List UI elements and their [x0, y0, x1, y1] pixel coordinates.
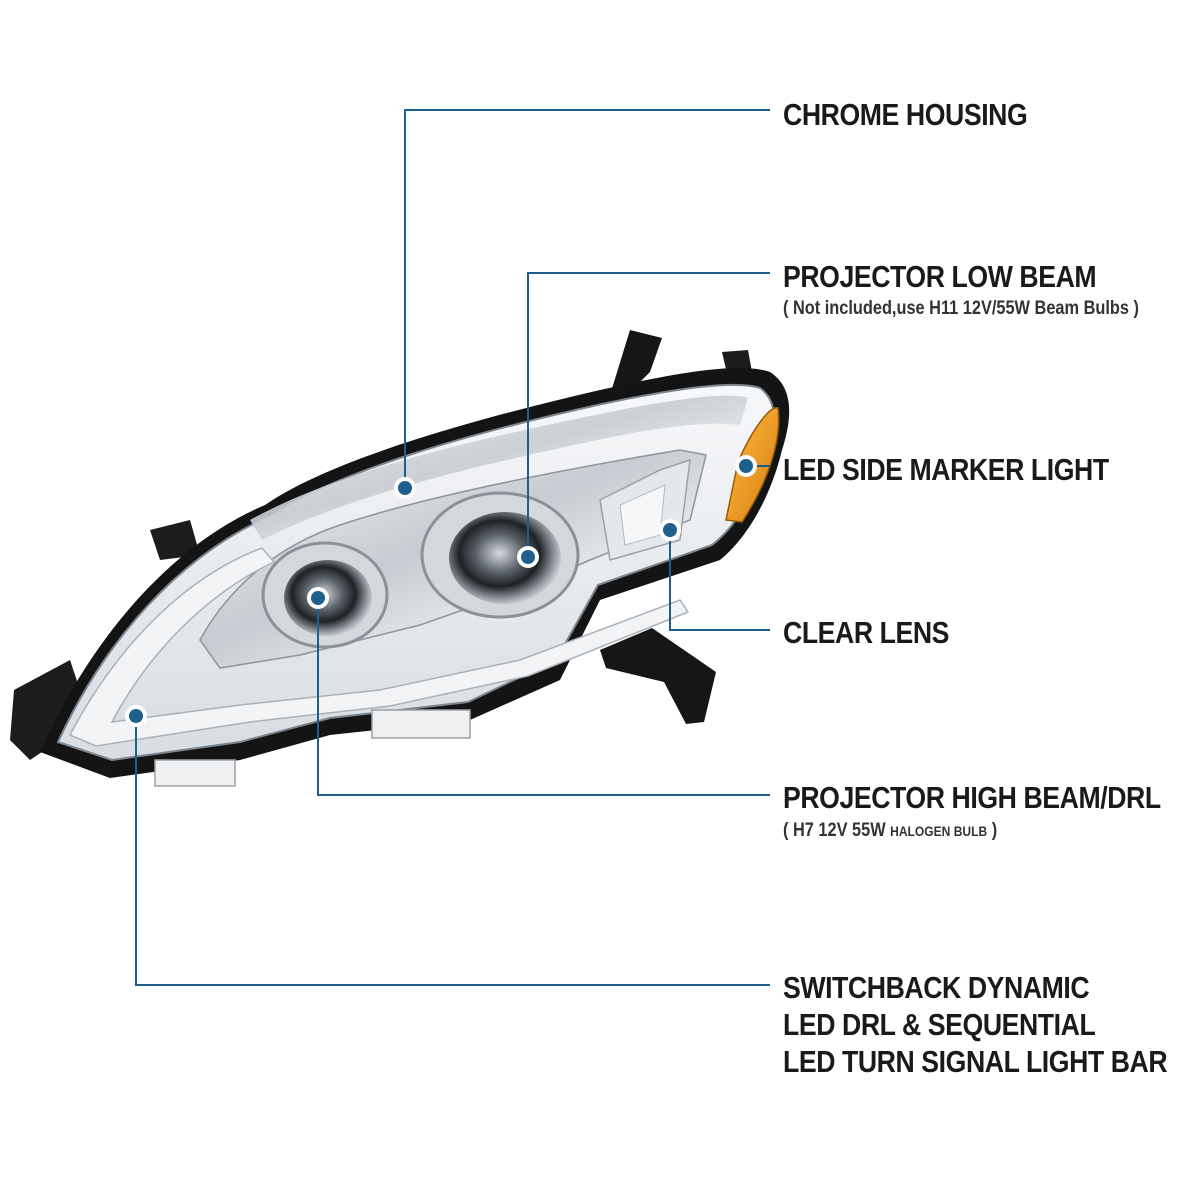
label-led-side-marker: LED SIDE MARKER LIGHT	[783, 452, 1109, 487]
leader-projector-high-beam	[317, 598, 770, 796]
note-projector-high-beam: ( H7 12V 55W HALOGEN BULB )	[783, 820, 997, 842]
rear-mount-bracket	[600, 628, 716, 724]
note-high-beam-suffix: )	[987, 820, 998, 841]
label-projector-low-beam: PROJECTOR LOW BEAM	[783, 259, 1097, 294]
top-mount-bracket	[610, 330, 662, 400]
label-clear-lens: CLEAR LENS	[783, 615, 950, 650]
switchback-line-3: LED TURN SIGNAL LIGHT BAR	[783, 1044, 1168, 1079]
label-switchback-drl: SWITCHBACK DYNAMIC LED DRL & SEQUENTIAL …	[783, 969, 1168, 1080]
upper-chrome-strip	[250, 395, 748, 540]
note-high-beam-prefix: ( H7 12V 55W	[783, 820, 891, 841]
low-beam-projector-lens	[449, 512, 561, 604]
leader-projector-low-beam	[527, 272, 770, 557]
leader-switchback-drl	[135, 716, 770, 986]
label-chrome-housing: CHROME HOUSING	[783, 97, 1028, 132]
leader-clear-lens	[669, 530, 770, 631]
bottom-clip	[371, 709, 471, 739]
note-high-beam-bulb: HALOGEN BULB	[890, 823, 988, 839]
leader-chrome-housing	[404, 109, 770, 488]
leader-lines	[135, 109, 770, 986]
top-left-tab	[150, 520, 200, 560]
marker-dots	[125, 455, 757, 727]
switchback-line-2: LED DRL & SEQUENTIAL	[783, 1007, 1096, 1042]
led-drl-light-bar	[68, 547, 690, 747]
note-projector-low-beam: ( Not included,use H11 12V/55W Beam Bulb…	[783, 298, 1139, 319]
label-projector-high-beam: PROJECTOR HIGH BEAM/DRL	[783, 780, 1161, 815]
switchback-line-1: SWITCHBACK DYNAMIC	[783, 970, 1090, 1005]
lower-left-bracket	[10, 660, 90, 760]
